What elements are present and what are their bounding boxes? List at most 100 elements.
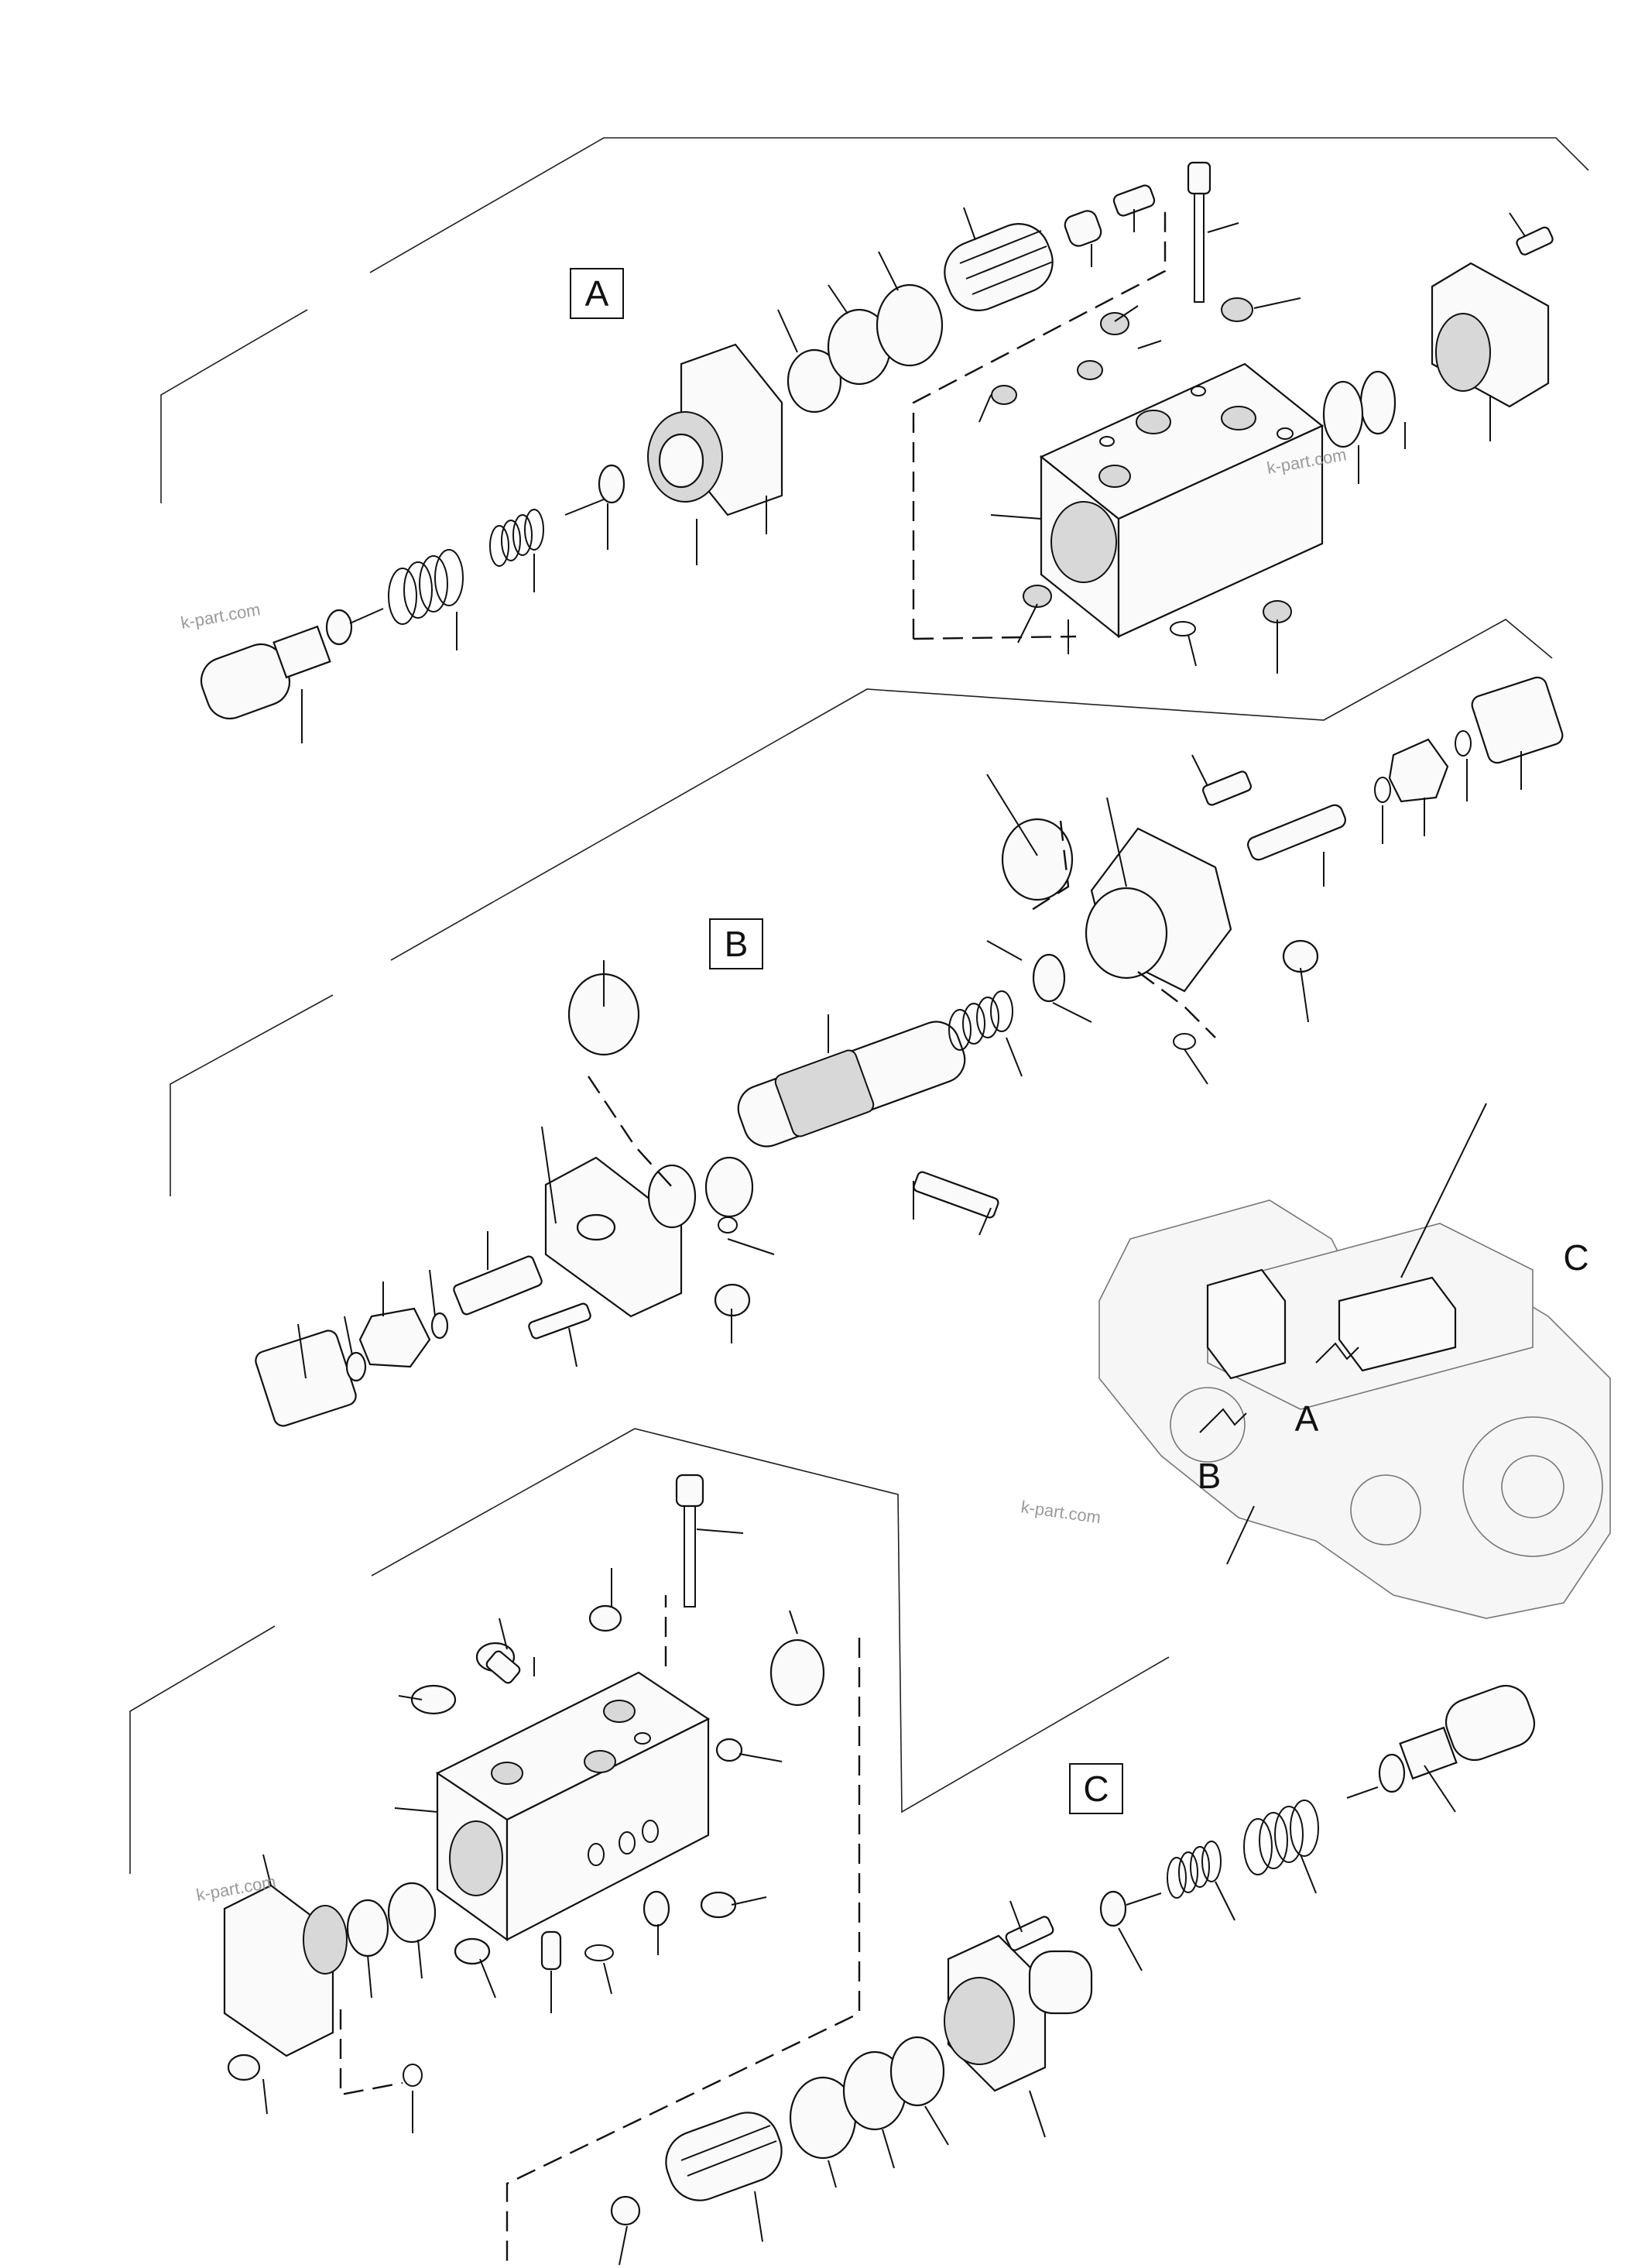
pump-label-a: A [1295, 1398, 1319, 1439]
flange-c [944, 1934, 1093, 2092]
section-a-label-box [570, 268, 624, 319]
spool-a [944, 223, 1054, 311]
screw-c-1 [454, 1937, 491, 1965]
bolt-b-2 [1202, 770, 1252, 806]
o-ring-c-1 [769, 1638, 825, 1707]
set-screw-a [1112, 184, 1156, 217]
retainer-a [876, 283, 944, 367]
pump-label-b: B [1198, 1456, 1222, 1496]
bolt-c-cover [227, 2054, 261, 2081]
section-a-label: A [585, 273, 609, 314]
o-ring-c-small [584, 1944, 614, 1961]
flange-a [647, 343, 783, 516]
plug-c-6 [700, 1891, 737, 1919]
plug-c-3 [485, 1650, 521, 1684]
pump-overview: A B C k-part.com [1020, 1103, 1611, 1619]
section-a-frame [160, 137, 1589, 503]
pump-leader-2 [1226, 1505, 1255, 1565]
spring-a-inner [489, 509, 544, 567]
bolt-b-1 [528, 1302, 591, 1340]
dash-b-1 [588, 1076, 674, 1189]
leaders-a [301, 207, 1526, 743]
bolt-a-long [1187, 161, 1211, 303]
pump-shaft [1501, 1455, 1564, 1518]
dash-c-3 [339, 2009, 403, 2096]
o-ring-a-1 [787, 348, 842, 413]
o-ring-c-4 [403, 2064, 423, 2087]
nut-b-2 [1388, 738, 1449, 803]
dash-b-2 [1025, 820, 1070, 915]
section-c-frame [129, 1428, 1170, 1874]
flange-b-right [1085, 827, 1232, 993]
pin-a [349, 608, 384, 624]
seal-b-3 [1374, 777, 1391, 803]
bolt-c-2 [1005, 1916, 1054, 1951]
plug-b-2 [1282, 939, 1319, 973]
section-b-label-box [709, 918, 763, 969]
spool-c [665, 2112, 783, 2201]
cover-a-right [1322, 262, 1550, 448]
plug-c-end [1346, 1684, 1536, 1799]
valve-body-a [1039, 362, 1325, 639]
spring-c-inner [1167, 1841, 1222, 1899]
leaders-b [297, 751, 1522, 1379]
fitting-group-a [991, 297, 1292, 636]
leaders-c [262, 1529, 1456, 2266]
o-ring-c-3 [387, 1882, 437, 1944]
adjust-screw-b [453, 1255, 543, 1316]
plug-c-5 [715, 1738, 743, 1762]
section-c: C [129, 1428, 1536, 2268]
pump-label-c: C [1563, 1237, 1588, 1278]
dash-c-1 [505, 1638, 861, 2268]
section-c-label: C [1083, 1769, 1109, 1809]
arrow-b [1199, 1408, 1247, 1433]
section-a: A [160, 137, 1589, 743]
section-b-label: B [725, 924, 749, 964]
plug-small-a [1064, 210, 1102, 247]
valve-c-marker [1338, 1276, 1457, 1372]
o-ring-b-small [718, 1216, 738, 1234]
o-ring-b-1 [704, 1156, 754, 1218]
watermark-1: k-part.com [180, 599, 262, 633]
seal-b-1 [345, 1351, 367, 1382]
seal-b-2 [430, 1312, 449, 1340]
bolt-c-long [675, 1474, 704, 1608]
o-ring-c-2 [346, 1899, 389, 1957]
spring-b [948, 990, 1013, 1051]
pump-leader-1 [1400, 1103, 1487, 1278]
cover-c [223, 1884, 348, 2057]
dash-b-3 [1137, 971, 1216, 1038]
dash-a-2 [913, 635, 1077, 640]
cap-nut-b-2 [1471, 676, 1564, 764]
nut-b [358, 1307, 431, 1368]
bolt-a-right [1516, 226, 1554, 256]
pin-b [913, 1171, 999, 1219]
valve-body-c [435, 1671, 711, 1942]
plug-c-4 [410, 1684, 457, 1715]
o-ring-c-6 [889, 2036, 945, 2107]
o-ring-b-2 [1032, 953, 1066, 1003]
seal-b-4 [1455, 730, 1472, 757]
arrow-a [1315, 1342, 1359, 1364]
section-b: B [170, 619, 1564, 1427]
plug-c-1 [588, 1604, 622, 1632]
washer-a-1 [325, 609, 353, 646]
watermark-3: k-part.com [1020, 1497, 1102, 1527]
spring-a-outer [388, 549, 464, 625]
section-b-frame [170, 619, 1553, 1196]
spring-c-outer [1243, 1800, 1319, 1875]
plug-c-7 [610, 2195, 641, 2226]
section-c-label-box [1069, 1763, 1123, 1814]
valve-a-marker [1206, 1268, 1287, 1380]
o-ring-b-small-2 [1173, 1033, 1196, 1050]
spool-b [737, 1021, 966, 1148]
dash-a-1 [912, 209, 1167, 639]
flange-b-left [544, 1156, 697, 1318]
rod-b [1247, 804, 1346, 861]
pump-port-side [1350, 1474, 1421, 1546]
set-screw-c [643, 1890, 670, 1927]
spring-seat-c [1099, 1890, 1162, 1927]
spring-seat-a [564, 464, 625, 516]
pin-c [540, 1930, 562, 1971]
